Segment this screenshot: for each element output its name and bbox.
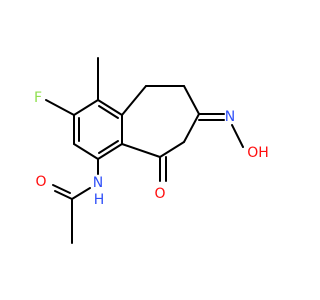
bond bbox=[54, 190, 73, 200]
bond bbox=[183, 85, 200, 115]
bond bbox=[231, 124, 244, 148]
bond bbox=[98, 105, 119, 119]
ketone-oxygen-label: O bbox=[154, 186, 165, 202]
bond-lines bbox=[45, 57, 244, 244]
bond bbox=[159, 141, 185, 158]
bond bbox=[97, 99, 123, 116]
bond bbox=[121, 85, 147, 116]
bond bbox=[52, 184, 71, 194]
acetyl-oxygen-label: O bbox=[35, 174, 46, 190]
bond bbox=[73, 99, 99, 116]
oxime-nitrogen-label: N bbox=[225, 109, 235, 125]
hydroxyl-label: OH bbox=[247, 145, 269, 161]
molecule-structure: F N H O O N OH bbox=[34, 57, 269, 244]
atom-labels: F N H O O N OH bbox=[34, 90, 269, 208]
bond bbox=[97, 143, 123, 160]
amide-nitrogen-label: N bbox=[93, 175, 103, 191]
bond bbox=[183, 113, 200, 143]
amide-hydrogen-label: H bbox=[94, 192, 105, 208]
bond bbox=[71, 187, 91, 200]
bond bbox=[121, 143, 161, 158]
bond bbox=[45, 99, 75, 116]
bond bbox=[98, 140, 119, 154]
bond bbox=[73, 143, 99, 160]
fluorine-label: F bbox=[34, 90, 42, 106]
